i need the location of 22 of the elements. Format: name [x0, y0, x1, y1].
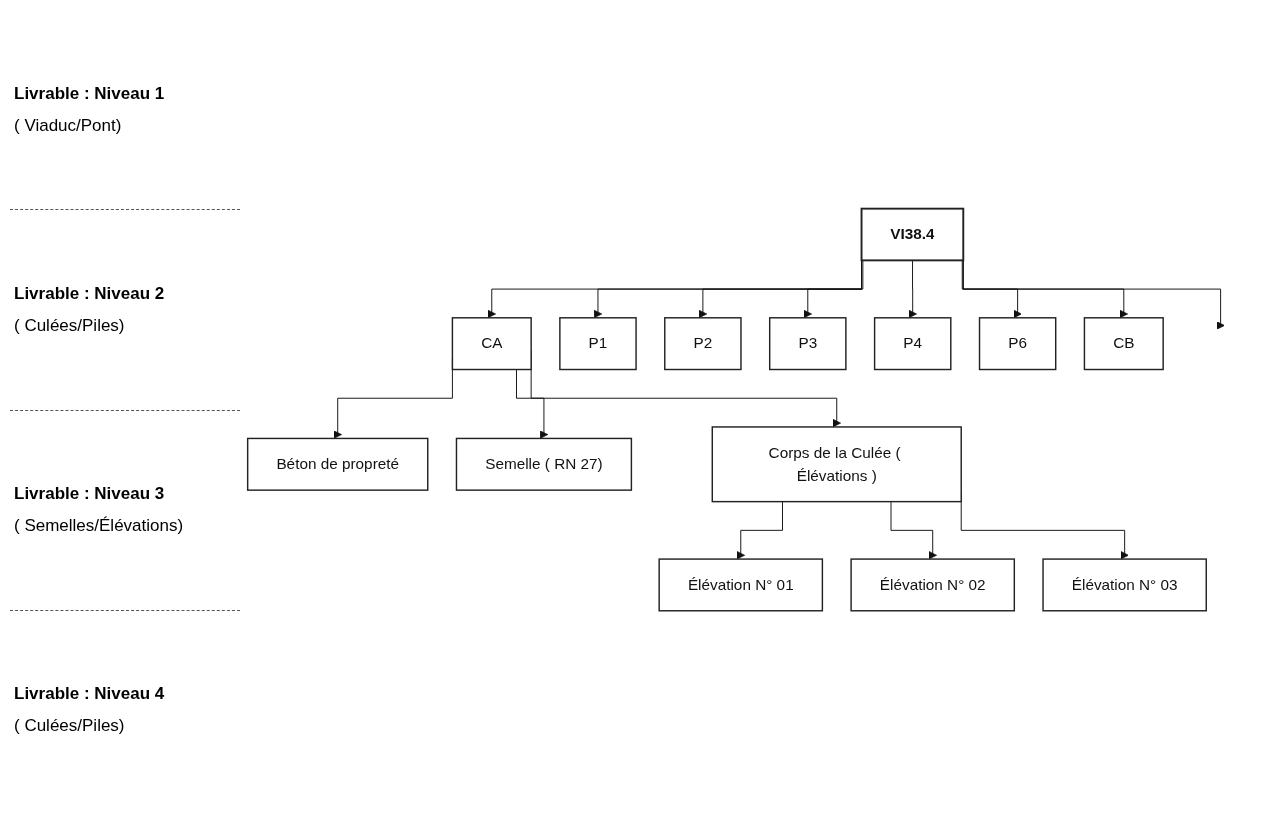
node-box: P4 — [873, 317, 952, 371]
level-heading: Livrable : Niveau 2 — [14, 283, 166, 304]
level-subtitle: ( Semelles/Élévations) — [14, 516, 185, 537]
node-box: VI38.4 — [860, 208, 965, 262]
node-box: P2 — [664, 317, 742, 371]
node-box: Corps de la Culée ( Élévations ) — [711, 426, 962, 503]
node-box: CA — [451, 317, 532, 371]
node-box: CB — [1083, 317, 1164, 371]
node-box: P6 — [978, 317, 1057, 371]
level-subtitle: ( Viaduc/Pont) — [14, 115, 123, 136]
node-box: P1 — [559, 317, 637, 371]
node-box: Semelle ( RN 27) — [455, 438, 633, 492]
level-subtitle: ( Culées/Piles) — [14, 716, 126, 737]
level-heading: Livrable : Niveau 1 — [14, 83, 166, 104]
level-subtitle: ( Culées/Piles) — [14, 315, 126, 336]
level-heading: Livrable : Niveau 3 — [14, 484, 166, 505]
node-box: Béton de propreté — [246, 438, 429, 492]
node-box: P3 — [768, 317, 847, 371]
node-box: Élévation N° 01 — [658, 558, 824, 612]
node-box: Élévation N° 03 — [1042, 558, 1207, 612]
level-heading: Livrable : Niveau 4 — [14, 684, 166, 705]
node-box: Élévation N° 02 — [850, 558, 1016, 612]
